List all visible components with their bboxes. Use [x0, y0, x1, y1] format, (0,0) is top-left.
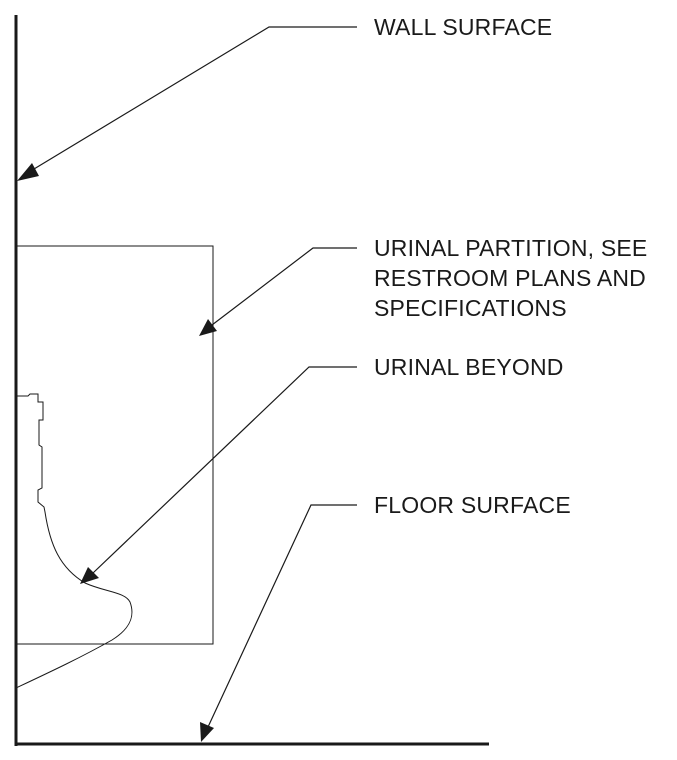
urinal-beyond-label: URINAL BEYOND	[374, 354, 564, 380]
urinal-partition-label-line-3: SPECIFICATIONS	[374, 295, 567, 321]
partition-leader	[211, 247, 357, 326]
urinal-profile	[15, 393, 133, 689]
wall-surface-leader	[33, 26, 357, 170]
urinal-beyond-leader	[92, 366, 357, 574]
partition-arrowhead	[199, 319, 217, 336]
urinal-partition-label-line-1: URINAL PARTITION, SEE	[374, 235, 648, 261]
urinal-partition	[15, 245, 214, 645]
floor-surface-label: FLOOR SURFACE	[374, 492, 571, 518]
urinal-partition-label-line-2: RESTROOM PLANS AND	[374, 265, 646, 291]
floor-surface-leader	[207, 504, 357, 728]
urinal-beyond-arrowhead	[80, 567, 99, 584]
wall-surface-label: WALL SURFACE	[374, 14, 553, 40]
wall-surface-arrowhead	[17, 163, 39, 181]
floor-surface-arrowhead	[200, 722, 214, 742]
urinal-partition-label: URINAL PARTITION, SEE RESTROOM PLANS AND…	[374, 233, 647, 323]
